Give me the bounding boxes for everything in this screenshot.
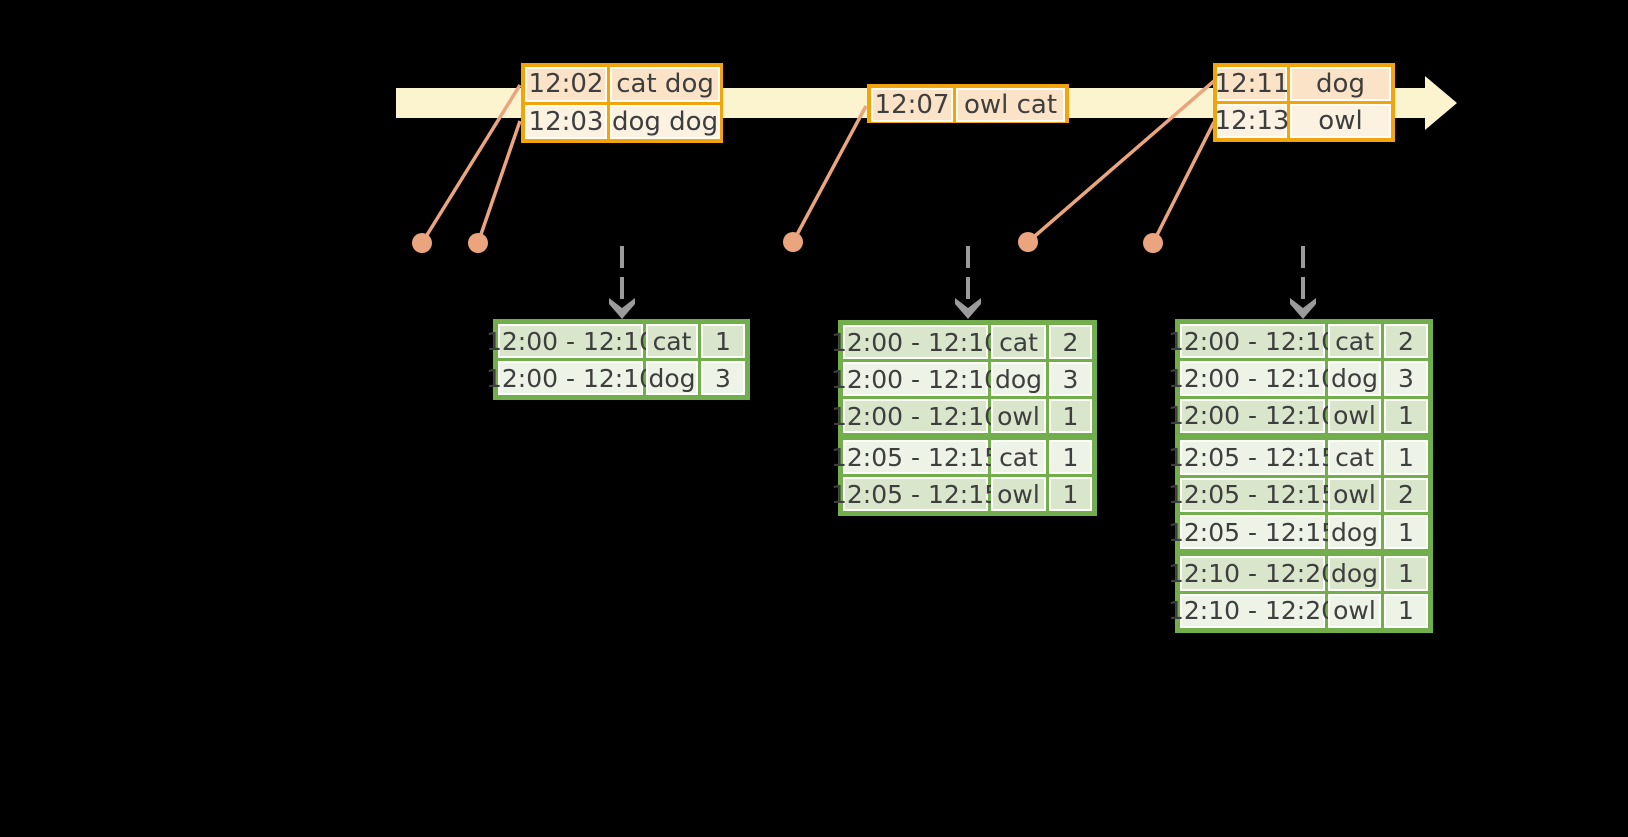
event-connectors bbox=[420, 79, 1216, 244]
count-cell: 2 bbox=[1384, 324, 1428, 359]
count-cell: 1 bbox=[1384, 556, 1428, 591]
result-row: 12:00 - 12:10 cat 1 bbox=[486, 324, 745, 358]
count-cell: 1 bbox=[1384, 398, 1428, 434]
window-cell: 12:00 - 12:10 bbox=[1168, 361, 1337, 396]
word-cell: owl bbox=[991, 477, 1046, 511]
window-cell: 12:05 - 12:15 bbox=[1168, 477, 1337, 512]
window-cell: 12:00 - 12:10 bbox=[831, 399, 1000, 433]
connector-line bbox=[791, 105, 868, 243]
count-cell: 1 bbox=[1049, 399, 1092, 433]
event-time-cell: 12:02 bbox=[525, 67, 607, 102]
window-cell: 12:05 - 12:15 bbox=[1168, 514, 1337, 550]
result-row: 12:00 - 12:10 owl 1 bbox=[831, 399, 1092, 433]
window-cell: 12:00 - 12:10 bbox=[486, 361, 655, 395]
event-dots bbox=[412, 232, 1163, 253]
count-cell: 1 bbox=[1049, 477, 1092, 511]
event-words-cell: cat dog bbox=[610, 67, 721, 102]
count-cell: 1 bbox=[1384, 593, 1428, 628]
result-row: 12:00 - 12:10 dog 3 bbox=[831, 362, 1092, 396]
window-cell: 12:10 - 12:20 bbox=[1168, 593, 1337, 628]
event-time-cell: 12:03 bbox=[525, 104, 607, 139]
result-row: 12:05 - 12:15 cat 1 bbox=[831, 440, 1092, 474]
word-cell: dog bbox=[1328, 556, 1381, 591]
result-row: 12:00 - 12:10 cat 2 bbox=[831, 325, 1092, 359]
event-time-cell: 12:13 bbox=[1214, 104, 1290, 138]
event-words-cell: dog bbox=[1290, 67, 1391, 101]
result-row: 12:05 - 12:15 dog 1 bbox=[1168, 514, 1428, 550]
window-cell: 12:00 - 12:10 bbox=[1168, 398, 1337, 434]
count-cell: 2 bbox=[1049, 325, 1092, 359]
connector-line bbox=[1151, 121, 1216, 244]
result-row: 12:00 - 12:10 dog 3 bbox=[1168, 361, 1428, 396]
result-row: 12:10 - 12:20 owl 1 bbox=[1168, 593, 1428, 628]
result-table-1: 12:00 - 12:10 cat 1 12:00 - 12:10 dog 3 bbox=[486, 319, 750, 400]
word-cell: cat bbox=[1328, 324, 1381, 359]
event-time-cell: 12:11 bbox=[1214, 67, 1290, 101]
word-cell: cat bbox=[991, 440, 1046, 474]
window-cell: 12:10 - 12:20 bbox=[1168, 556, 1337, 591]
window-cell: 12:05 - 12:15 bbox=[831, 440, 1000, 474]
word-cell: dog bbox=[1328, 514, 1381, 550]
word-cell: cat bbox=[646, 324, 698, 358]
trigger-arrows bbox=[609, 246, 1316, 319]
word-cell: cat bbox=[991, 325, 1046, 359]
window-cell: 12:05 - 12:15 bbox=[1168, 440, 1337, 475]
event-dot-icon bbox=[1018, 232, 1038, 252]
count-cell: 1 bbox=[1384, 440, 1428, 475]
window-cell: 12:00 - 12:10 bbox=[831, 325, 1000, 359]
event-dot-icon bbox=[412, 233, 432, 253]
count-cell: 1 bbox=[701, 324, 745, 358]
event-dot-icon bbox=[783, 232, 803, 252]
result-row: 12:05 - 12:15 owl 1 bbox=[831, 477, 1092, 511]
arrow-down-icon bbox=[609, 298, 635, 319]
word-cell: owl bbox=[991, 399, 1046, 433]
window-cell: 12:00 - 12:10 bbox=[486, 324, 655, 358]
window-cell: 12:00 - 12:10 bbox=[1168, 324, 1337, 359]
arrow-down-icon bbox=[1290, 298, 1316, 319]
word-cell: owl bbox=[1328, 398, 1381, 434]
event-words-cell: owl cat bbox=[956, 88, 1065, 122]
word-cell: cat bbox=[1328, 440, 1381, 475]
result-row: 12:00 - 12:10 owl 1 bbox=[1168, 398, 1428, 434]
word-cell: owl bbox=[1328, 593, 1381, 628]
event-words-cell: dog dog bbox=[610, 104, 721, 139]
event-table-2: 12:07 owl cat bbox=[867, 84, 1069, 123]
result-row: 12:00 - 12:10 dog 3 bbox=[486, 361, 745, 395]
count-cell: 1 bbox=[1384, 514, 1428, 550]
result-row: 12:05 - 12:15 cat 1 bbox=[1168, 440, 1428, 475]
result-row: 12:00 - 12:10 cat 2 bbox=[1168, 324, 1428, 359]
window-cell: 12:05 - 12:15 bbox=[831, 477, 1000, 511]
result-table-2: 12:00 - 12:10 cat 2 12:00 - 12:10 dog 3 … bbox=[831, 320, 1097, 516]
event-dot-icon bbox=[468, 233, 488, 253]
word-cell: dog bbox=[1328, 361, 1381, 396]
result-table-3: 12:00 - 12:10 cat 2 12:00 - 12:10 dog 3 … bbox=[1168, 319, 1433, 633]
event-table-1: 12:02 cat dog 12:03 dog dog bbox=[521, 63, 723, 143]
count-cell: 3 bbox=[701, 361, 745, 395]
result-row: 12:05 - 12:15 owl 2 bbox=[1168, 477, 1428, 512]
timeline-arrowhead-icon bbox=[1425, 76, 1457, 130]
connector-line bbox=[420, 84, 522, 244]
count-cell: 1 bbox=[1049, 440, 1092, 474]
event-table-3: 12:11 dog 12:13 owl bbox=[1213, 63, 1395, 142]
window-cell: 12:00 - 12:10 bbox=[831, 362, 1000, 396]
connector-line bbox=[1026, 79, 1216, 244]
event-words-cell: owl bbox=[1290, 104, 1391, 138]
count-cell: 3 bbox=[1049, 362, 1092, 396]
arrow-down-icon bbox=[955, 298, 981, 319]
count-cell: 2 bbox=[1384, 477, 1428, 512]
event-time-cell: 12:07 bbox=[871, 88, 953, 122]
word-cell: dog bbox=[646, 361, 698, 395]
word-cell: owl bbox=[1328, 477, 1381, 512]
word-cell: dog bbox=[991, 362, 1046, 396]
result-row: 12:10 - 12:20 dog 1 bbox=[1168, 556, 1428, 591]
connector-line bbox=[476, 120, 522, 244]
count-cell: 3 bbox=[1384, 361, 1428, 396]
event-dot-icon bbox=[1143, 233, 1163, 253]
